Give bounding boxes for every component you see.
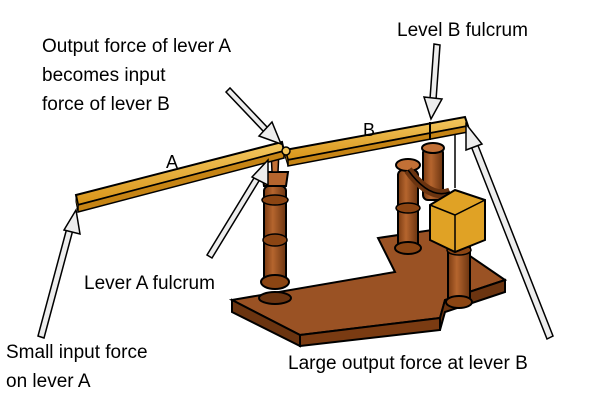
label-lever-b: B (363, 120, 376, 140)
label-large-output-force: Large output force at lever B (288, 353, 528, 374)
label-output-force-a-line2: becomes input (42, 65, 166, 86)
label-lever-a-fulcrum: Lever A fulcrum (84, 273, 215, 294)
label-output-force-a-line3: force of lever B (42, 94, 170, 115)
label-small-input-line1: Small input force (6, 342, 148, 363)
weight-box (429, 128, 486, 254)
label-output-force-a-line1: Output force of lever A (42, 36, 232, 57)
base-platform (228, 228, 508, 348)
label-lever-b-fulcrum: Level B fulcrum (397, 20, 528, 41)
arrow-lever-a-fulcrum (205, 158, 269, 260)
arrow-output-force-a (224, 86, 283, 146)
arrow-small-input-force (37, 207, 81, 339)
lever-b-posts (394, 142, 473, 309)
arrow-lever-b-fulcrum (422, 43, 444, 121)
lever-a (74, 140, 291, 213)
arrow-large-output-force (465, 121, 554, 341)
label-lever-a: A (166, 152, 179, 172)
label-small-input-line2: on lever A (6, 371, 91, 392)
